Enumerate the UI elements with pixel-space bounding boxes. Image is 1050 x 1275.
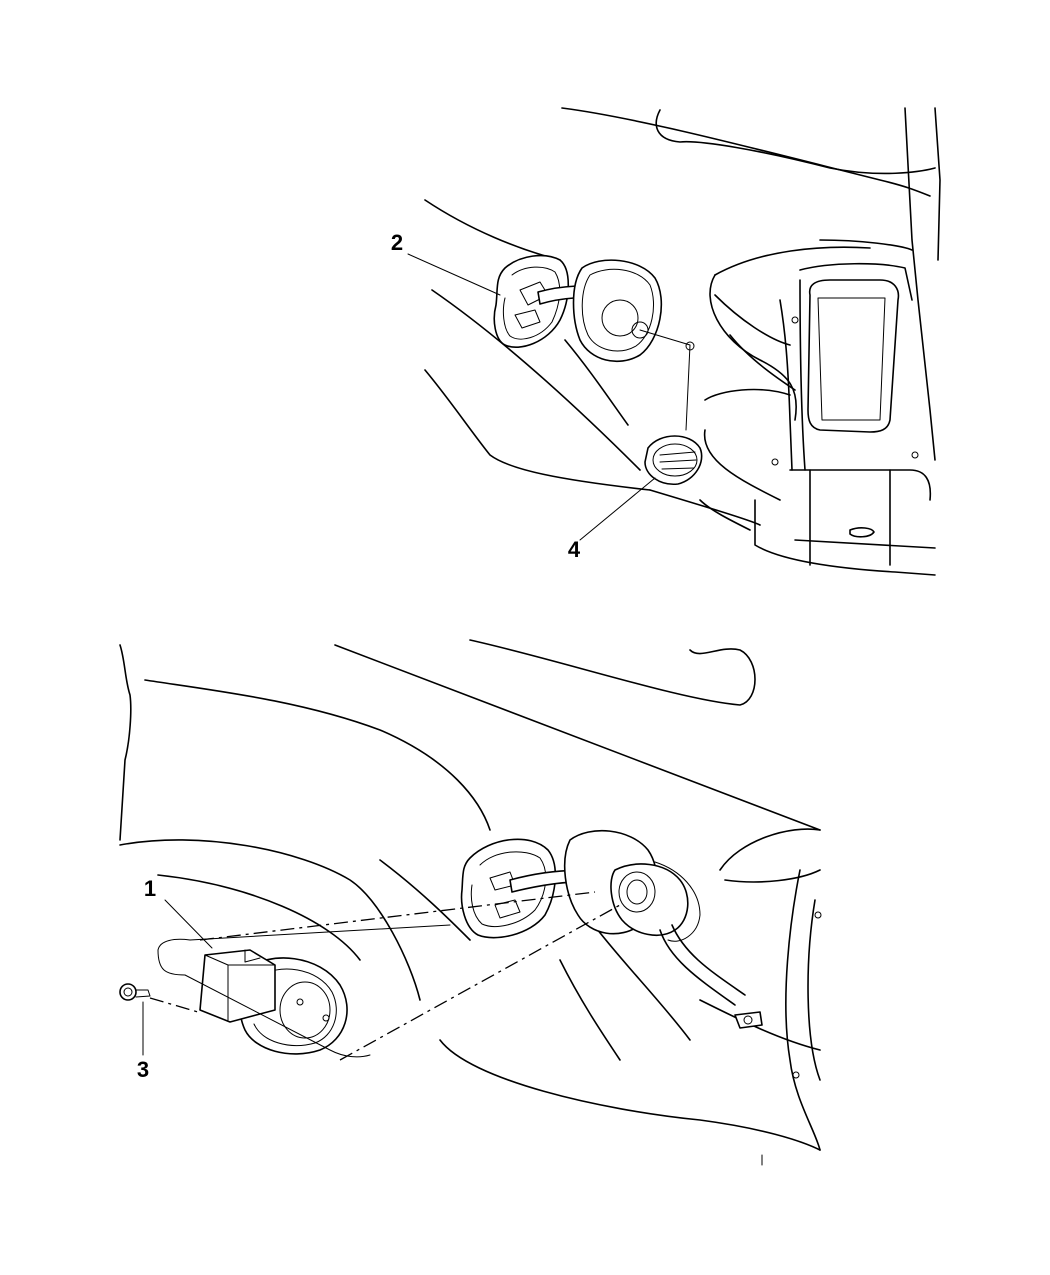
bottom-view [119,639,822,1166]
top-view [407,107,941,576]
callout-2: 2 [391,230,403,255]
callout-3: 3 [137,1057,149,1082]
callout-1: 1 [144,876,156,901]
callout-4: 4 [568,537,581,562]
